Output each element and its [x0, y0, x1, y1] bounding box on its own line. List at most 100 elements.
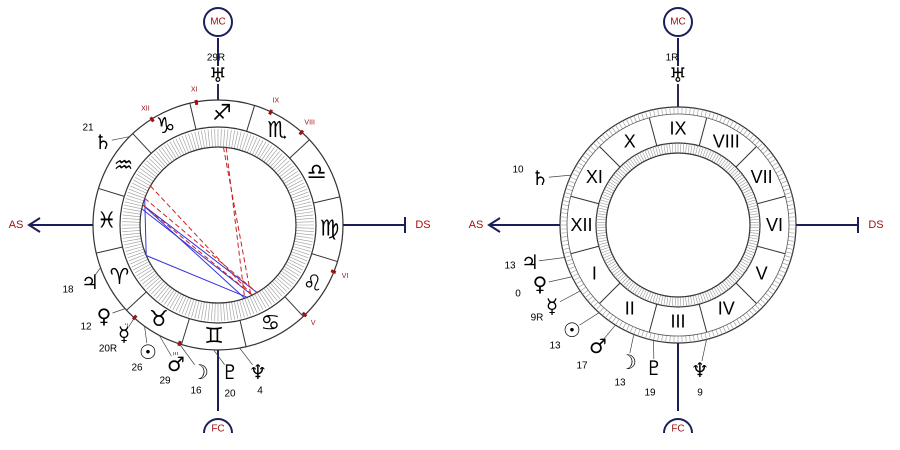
degree-tick [715, 114, 719, 121]
degree-tick [744, 251, 755, 256]
degree-tick [256, 141, 267, 158]
degree-tick [134, 263, 151, 274]
degree-tick [687, 296, 690, 307]
right-saturn-glyph-bg [531, 169, 549, 187]
degree-tick [629, 283, 636, 292]
degree-tick [780, 266, 788, 270]
degree-tick [733, 320, 738, 328]
degree-tick [752, 137, 758, 143]
aspect-line [141, 208, 253, 296]
degree-tick [729, 120, 734, 128]
degree-tick [220, 129, 222, 148]
degree-tick [292, 248, 310, 255]
degree-tick [127, 251, 145, 259]
degree-tick [618, 274, 627, 283]
degree-tick [782, 262, 789, 266]
degree-tick [267, 284, 280, 299]
degree-tick [587, 296, 594, 302]
left-moon-glyph-bg [191, 363, 209, 381]
degree-tick [254, 293, 264, 310]
house-v-label: V [756, 263, 768, 283]
degree-tick [204, 129, 208, 148]
degree-tick [265, 286, 278, 301]
degree-tick [231, 301, 235, 320]
degree-tick [181, 135, 190, 153]
degree-tick [713, 153, 720, 163]
degree-tick [267, 151, 280, 166]
degree-tick [214, 302, 216, 321]
left-neptune-glyph-bg [249, 363, 267, 381]
saturn-icon: ♄ [531, 166, 549, 190]
degree-tick [611, 267, 620, 274]
degree-tick [702, 292, 707, 303]
house-divider [735, 282, 757, 304]
degree-tick [133, 261, 150, 271]
degree-tick [598, 137, 604, 143]
degree-tick [136, 173, 153, 184]
right-pluto-glyph-bg [645, 359, 663, 377]
right-mercury-glyph-bg [543, 297, 561, 315]
degree-tick [606, 260, 616, 267]
house-divider [648, 304, 658, 333]
degree-tick [633, 327, 637, 335]
house-cusp-marker [268, 109, 274, 116]
degree-tick [682, 296, 685, 307]
aquarius-icon: ♒ [114, 153, 134, 178]
left-uranus-glyph-bg [209, 66, 227, 84]
degree-tick [271, 280, 285, 295]
degree-tick [657, 145, 661, 156]
degree-tick [166, 143, 177, 160]
aries-icon: ♈ [110, 265, 130, 290]
degree-tick [290, 253, 308, 262]
degree-tick [122, 218, 141, 220]
descendant-label: DS [415, 219, 430, 231]
degree-tick [611, 316, 617, 323]
degree-tick [722, 326, 727, 333]
degree-tick [777, 173, 785, 177]
midheaven-label: MC [210, 17, 226, 28]
house-divider [599, 146, 621, 168]
venus-icon: ♀ [97, 304, 112, 328]
degree-tick [665, 335, 667, 343]
degree-tick [580, 158, 587, 164]
degree-tick [285, 176, 302, 187]
degree-tick [273, 278, 288, 292]
sign-divider [246, 105, 256, 132]
degree-tick [561, 243, 569, 246]
degree-tick [762, 296, 769, 302]
degree-tick [779, 176, 786, 181]
degree-tick [138, 268, 154, 279]
degree-tick [722, 160, 729, 169]
degree-tick [295, 230, 314, 232]
degree-tick [765, 152, 772, 157]
degree-tick [663, 144, 666, 155]
degree-tick [616, 169, 625, 178]
degree-tick [568, 180, 576, 184]
saturn-degree: 21 [82, 123, 94, 134]
degree-tick [733, 122, 738, 130]
degree-tick [671, 143, 674, 154]
degree-tick [597, 239, 608, 243]
degree-tick [275, 160, 290, 174]
degree-tick [660, 144, 664, 155]
degree-tick [194, 131, 200, 150]
degree-tick [707, 149, 712, 160]
degree-tick [184, 134, 192, 152]
degree-tick [669, 143, 671, 154]
degree-tick [757, 301, 764, 308]
degree-tick [775, 276, 783, 281]
degree-tick [732, 172, 742, 179]
degree-tick [564, 192, 572, 195]
degree-tick [712, 112, 715, 120]
degree-tick [605, 312, 610, 319]
degree-tick [601, 194, 612, 199]
degree-tick [575, 280, 583, 285]
degree-tick [708, 111, 711, 119]
degree-tick [782, 184, 789, 188]
degree-tick [207, 129, 211, 148]
degree-tick [124, 201, 143, 207]
degree-tick [254, 140, 264, 157]
degree-tick [665, 107, 667, 115]
house-ix-label: IX [669, 119, 686, 139]
degree-tick [741, 258, 751, 264]
